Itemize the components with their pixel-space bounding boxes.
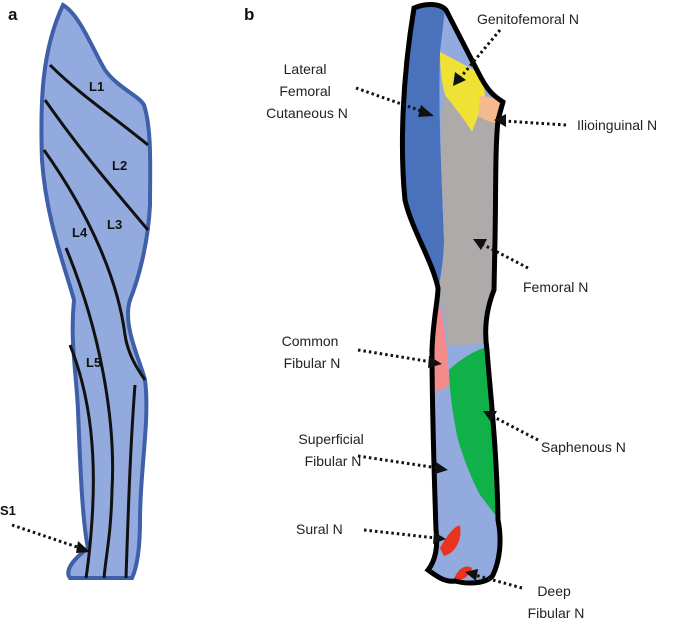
arrow-superficial-fibular: [357, 454, 439, 470]
leg-a-outline: [39, 2, 153, 580]
arrow-sural: [363, 528, 437, 540]
region-genitofemoral: [440, 52, 486, 132]
arrow-common-fibular: [357, 348, 433, 364]
region-sural: [440, 525, 461, 556]
label-genitofemoral: Genitofemoral N: [477, 11, 579, 27]
arrow-lateral-femoral-cutaneous: [355, 86, 425, 114]
nerve-arrows: [355, 29, 567, 590]
panel-b: b Genitofemoral N Lateral Femoral Cutane…: [244, 2, 657, 621]
label-sural: Sural N: [296, 521, 343, 537]
dermatome-boundary-2: [43, 99, 150, 231]
leg-b-outline: [399, 2, 506, 586]
region-common-fibular: [402, 300, 449, 392]
arrowhead-common-fibular: [428, 356, 442, 368]
region-deep-fibular: [454, 566, 472, 580]
label-lateral-femoral-cutaneous: Lateral Femoral Cutaneous N: [266, 61, 348, 121]
label-saphenous: Saphenous N: [541, 439, 626, 455]
label-superficial-fibular: Superficial Fibular N: [298, 431, 367, 469]
dermatome-labels: L1 L2 L3 L4 L5 S1: [0, 79, 127, 518]
arrowhead-s1: [76, 541, 90, 553]
dermatome-label-l5: L5: [86, 355, 101, 370]
arrow-deep-fibular: [474, 573, 523, 590]
arrowhead-genitofemoral: [453, 72, 466, 86]
arrowhead-deep-fibular: [465, 569, 478, 581]
label-femoral: Femoral N: [523, 279, 588, 295]
arrowhead-femoral: [473, 239, 487, 250]
nerve-labels: Genitofemoral N Lateral Femoral Cutaneou…: [266, 11, 657, 621]
dermatome-boundary-1: [48, 63, 149, 147]
dermatome-boundary-6: [124, 384, 137, 579]
label-deep-fibular: Deep Fibular N: [528, 583, 585, 621]
panel-a-letter: a: [8, 5, 18, 24]
arrow-s1: [11, 523, 81, 550]
arrowhead-ilioinguinal: [494, 114, 506, 127]
label-common-fibular: Common Fibular N: [282, 333, 343, 371]
arrowhead-lateral-femoral-cutaneous: [418, 105, 434, 117]
dermatome-label-s1: S1: [0, 503, 16, 518]
arrowhead-sural: [433, 532, 446, 544]
dermatome-boundary-3: [42, 149, 147, 381]
arrow-ilioinguinal: [503, 119, 567, 127]
label-ilioinguinal: Ilioinguinal N: [577, 117, 657, 133]
arrow-saphenous: [491, 414, 539, 442]
arrowhead-saphenous: [483, 411, 497, 422]
panel-b-letter: b: [244, 5, 254, 24]
dermatome-boundary-4: [64, 247, 115, 579]
dermatome-boundary-5: [68, 344, 95, 579]
panel-a: a L1 L2 L3 L4 L5 S1: [0, 2, 153, 580]
dermatome-label-l1: L1: [89, 79, 104, 94]
arrowhead-superficial-fibular: [435, 462, 448, 474]
dermatome-label-l2: L2: [112, 158, 127, 173]
dermatome-label-l4: L4: [72, 225, 88, 240]
dermatome-label-l3: L3: [107, 217, 122, 232]
dermatome-boundaries: [42, 63, 150, 579]
